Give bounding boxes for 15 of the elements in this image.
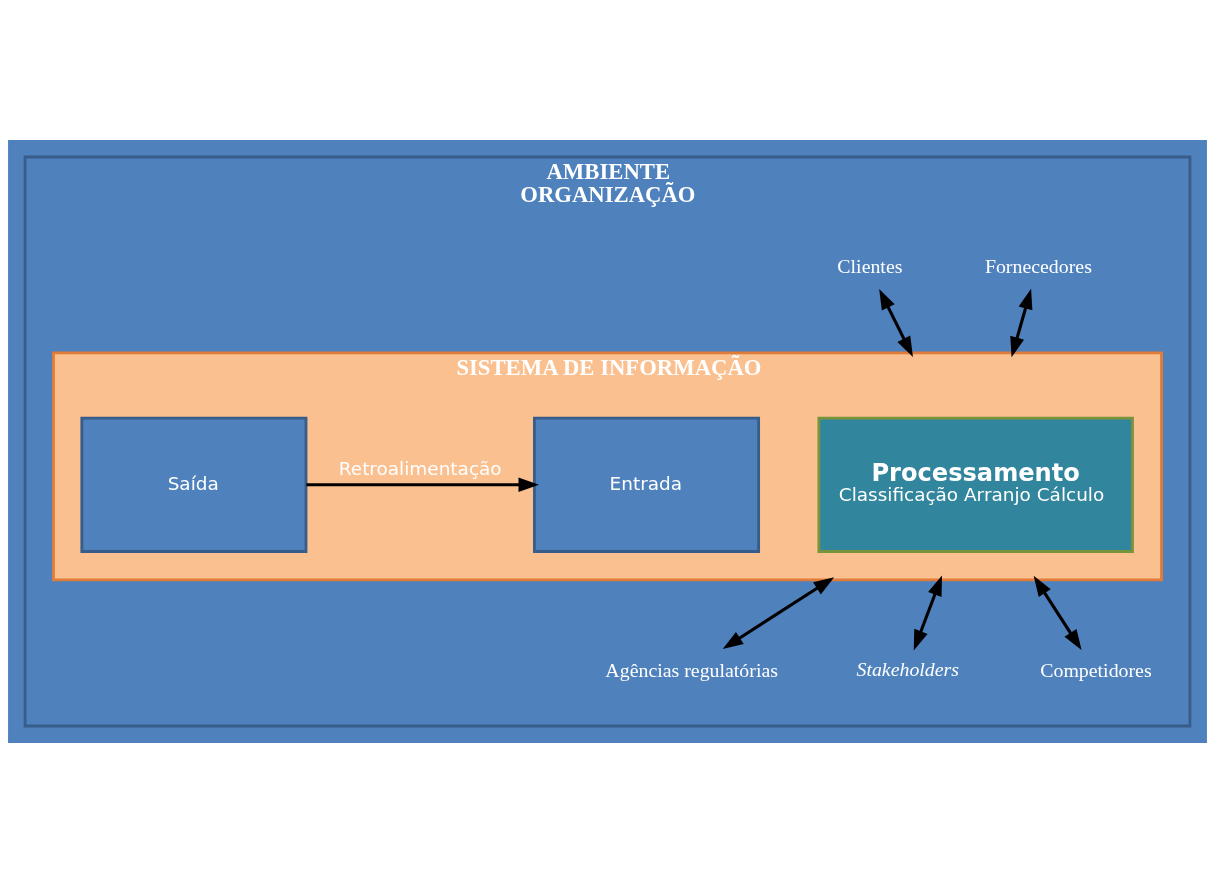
node-text: Fornecedores	[984, 254, 1092, 277]
node-box: Saída	[80, 416, 308, 553]
arrow	[1010, 288, 1033, 358]
arrow	[722, 577, 835, 650]
node-box: Entrada	[533, 416, 760, 553]
arrow	[913, 575, 943, 651]
arrow	[306, 477, 539, 492]
node-text: Clientes	[837, 254, 903, 277]
edge-label: Retroalimentação	[338, 458, 502, 480]
arrow	[879, 289, 913, 358]
node-text: Agências regulatórias	[605, 659, 778, 682]
arrow	[1033, 575, 1082, 651]
node-box: Processamento Classificação Arranjo Cálculo	[817, 416, 1134, 553]
node-text: Competidores	[1040, 659, 1152, 682]
node-text: Stakeholders	[856, 657, 960, 680]
